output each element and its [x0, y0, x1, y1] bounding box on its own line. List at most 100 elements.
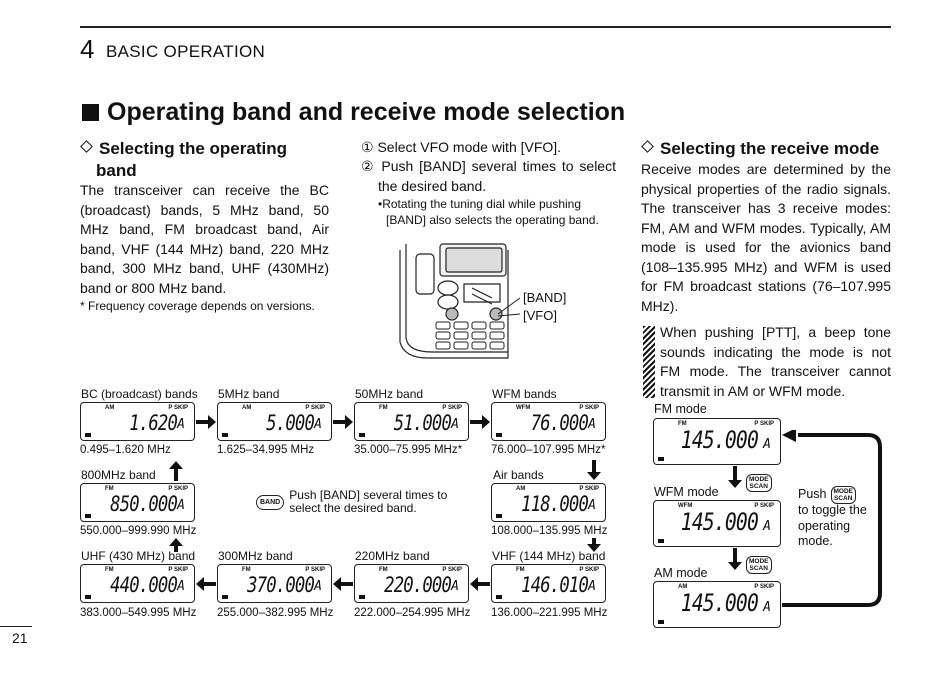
bc-band-range: 0.495–1.620 MHz	[80, 444, 171, 456]
radio-illustration	[399, 243, 521, 359]
am-mode-label: AM mode	[654, 566, 708, 580]
lcd-frequency: 51.000	[393, 411, 452, 435]
ptt-note: When pushing [PTT], a beep tone sounds i…	[660, 324, 891, 399]
arrow-up-icon	[169, 538, 183, 552]
lcd-pskip: P SKIP	[442, 405, 462, 411]
air-band-label: Air bands	[493, 468, 544, 482]
lcd-a-glyph: A	[451, 579, 459, 594]
lcd-indicator-icon	[496, 433, 502, 437]
lcd-a-glyph: A	[763, 437, 771, 452]
footnote-text: Frequency coverage depends on versions.	[88, 299, 315, 313]
vhf-band-range: 136.000–221.995 MHz	[491, 607, 608, 619]
heading-line: band	[96, 161, 137, 180]
loop-back-arrow-icon	[782, 430, 882, 607]
lcd-indicator-icon	[359, 433, 365, 437]
push-word: Push	[798, 487, 827, 502]
50mhz-band-range: 35.000–75.995 MHz*	[354, 444, 463, 456]
lcd-indicator-icon	[658, 457, 664, 461]
lcd-pskip: P SKIP	[754, 584, 774, 590]
lcd-indicator-icon	[85, 595, 91, 599]
300mhz-band-range: 255.000–382.995 MHz	[217, 607, 334, 619]
step-2: ② Push [BAND] several times to select th…	[361, 157, 616, 196]
lcd-a-glyph: A	[588, 417, 596, 432]
lcd-am-mode: AM P SKIP 145.000 A	[653, 581, 781, 628]
5mhz-band-range: 1.625–34.995 MHz	[217, 444, 315, 456]
lcd-a-glyph: A	[314, 579, 322, 594]
lcd-frequency: 145.000	[680, 426, 759, 454]
arrow-down-icon	[728, 548, 742, 570]
lcd-a-glyph: A	[588, 498, 596, 513]
lcd-indicator-icon	[496, 595, 502, 599]
step-number: ①	[361, 139, 374, 155]
220mhz-band-label: 220MHz band	[355, 549, 430, 563]
lcd-indicator-icon	[222, 595, 228, 599]
300mhz-band-label: 300MHz band	[218, 549, 293, 563]
lcd-frequency: 146.010	[521, 573, 589, 597]
bullet-mark: •	[378, 197, 383, 211]
arrow-down-icon	[587, 460, 601, 480]
footnote-mark: *	[80, 299, 85, 313]
lcd-pskip: P SKIP	[168, 405, 188, 411]
lcd-pskip: P SKIP	[579, 567, 599, 573]
lcd-frequency: 1.620	[129, 411, 178, 435]
220mhz-band-range: 222.000–254.995 MHz	[354, 607, 471, 619]
lcd-mode: FM	[105, 567, 114, 573]
arrow-right-icon	[196, 415, 216, 429]
band-push-instruction: BAND Push [BAND] several times to select…	[256, 489, 447, 515]
arrow-right-icon	[470, 415, 490, 429]
arrow-left-icon	[333, 577, 353, 591]
lcd-mode: FM	[516, 567, 525, 573]
lcd-mode: AM	[105, 405, 115, 411]
lcd-indicator-icon	[85, 514, 91, 518]
step-2-bullet: •Rotating the tuning dial while pushing …	[378, 196, 618, 228]
lcd-mode: WFM	[678, 503, 693, 509]
lcd-indicator-icon	[658, 539, 664, 543]
section-title: Operating band and receive mode selectio…	[82, 98, 625, 127]
lcd-pskip: P SKIP	[579, 405, 599, 411]
lcd-indicator-icon	[496, 514, 502, 518]
lcd-frequency: 145.000	[680, 508, 759, 536]
receive-mode-body: Receive modes are determined by the phys…	[641, 161, 891, 314]
lcd-pskip: P SKIP	[754, 421, 774, 427]
step-1: ① Select VFO mode with [VFO].	[361, 138, 616, 158]
lcd-a-glyph: A	[763, 600, 771, 615]
lcd-mode: FM	[379, 405, 388, 411]
band-push-text: Push [BAND] several times to select the …	[289, 489, 447, 515]
lcd-frequency: 5.000	[266, 411, 315, 435]
chapter-number: 4	[80, 34, 95, 64]
lcd-a-glyph: A	[177, 579, 185, 594]
lcd-frequency: 145.000	[680, 589, 759, 617]
lcd-a-glyph: A	[177, 417, 185, 432]
toggle-line: operating	[798, 518, 851, 533]
arrow-up-icon	[169, 461, 183, 481]
step-number: ②	[361, 158, 376, 174]
arrow-right-icon	[333, 415, 353, 429]
lcd-frequency: 220.000	[384, 573, 452, 597]
operating-band-body: The transceiver can receive the BC (broa…	[80, 182, 329, 296]
band-key-icon: BAND	[256, 494, 285, 510]
arrow-down-icon	[587, 538, 601, 552]
lcd-mode: AM	[678, 584, 688, 590]
square-bullet-icon	[82, 104, 99, 121]
vhf-band-label: VHF (144 MHz) band	[492, 549, 606, 563]
lcd-frequency: 850.000	[110, 492, 178, 516]
lcd-a-glyph: A	[177, 498, 185, 513]
mode-toggle-text: to toggle the operating mode.	[798, 503, 867, 550]
lcd-a-glyph: A	[314, 417, 322, 432]
lcd-pskip: P SKIP	[579, 486, 599, 492]
fm-mode-label: FM mode	[654, 402, 707, 416]
lcd-mode: FM	[105, 486, 114, 492]
